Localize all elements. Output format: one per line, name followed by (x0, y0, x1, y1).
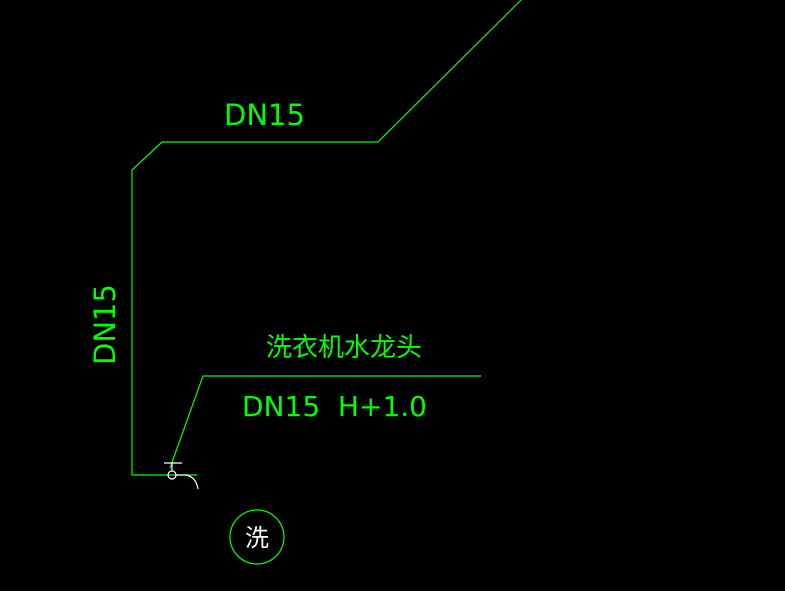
fixture-tag-circle[interactable] (229, 509, 285, 565)
leader-spec-label: DN15 H+1.0 (242, 390, 427, 423)
supply-pipe[interactable] (131, 0, 522, 476)
top-pipe-label: DN15 (224, 98, 305, 132)
fixture-tag-label: 洗 (245, 524, 269, 552)
leader-line (169, 375, 481, 469)
vertical-pipe-label: DN15 (88, 284, 122, 365)
faucet-icon[interactable] (164, 462, 199, 490)
leader-title-label: 洗衣机水龙头 (266, 333, 422, 363)
